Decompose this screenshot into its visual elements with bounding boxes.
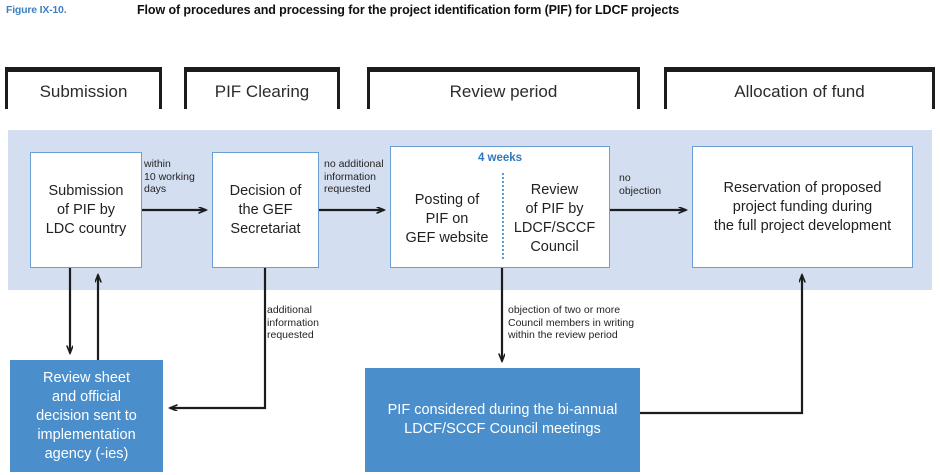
edge-label-objection-council-members: objection of two or more Council members… <box>508 304 635 341</box>
outcome-box-biannual-council: PIF considered during the bi-annual LDCF… <box>365 368 640 472</box>
edge-label-additional-information-requested: additional information requested <box>267 304 319 341</box>
process-box-submission: Submission of PIF by LDC country <box>30 152 142 268</box>
arrow-biannual-to-reservation <box>640 275 802 415</box>
phase-label-allocation-of-fund: Allocation of fund <box>734 82 865 101</box>
review-period-divider <box>502 173 504 259</box>
phase-header-allocation-of-fund: Allocation of fund <box>664 67 935 109</box>
edge-label-no-additional-information: no additional information requested <box>324 158 384 195</box>
figure-title: Flow of procedures and processing for th… <box>137 3 680 17</box>
review-period-duration-label: 4 weeks <box>477 152 523 164</box>
process-box-review-period-split: 4 weeks Posting of PIF on GEF website Re… <box>390 146 610 268</box>
figure-caption: Figure IX-10. Flow of procedures and pro… <box>6 3 934 23</box>
outcome-box-review-sheet: Review sheet and official decision sent … <box>10 360 163 472</box>
process-box-submission-text: Submission of PIF by LDC country <box>45 182 127 237</box>
phase-label-submission: Submission <box>39 82 128 101</box>
process-box-decision-text: Decision of the GEF Secretariat <box>229 182 302 237</box>
edge-label-no-objection: no objection <box>619 172 662 197</box>
process-box-council-review: Review of PIF by LDCF/SCCF Council <box>502 171 607 267</box>
process-box-reservation-text: Reservation of proposed project funding … <box>713 179 892 234</box>
phase-label-review-period: Review period <box>449 82 558 101</box>
outcome-box-review-sheet-text: Review sheet and official decision sent … <box>36 369 137 462</box>
outcome-box-biannual-council-text: PIF considered during the bi-annual LDCF… <box>387 402 618 437</box>
phase-header-pif-clearing: PIF Clearing <box>184 67 340 109</box>
process-box-posting-text: Posting of PIF on GEF website <box>405 191 489 246</box>
edge-label-within-10-working-days: within 10 working days <box>144 158 195 195</box>
phase-header-review-period: Review period <box>367 67 640 109</box>
process-box-reservation: Reservation of proposed project funding … <box>692 146 913 268</box>
process-box-decision: Decision of the GEF Secretariat <box>212 152 319 268</box>
figure-number: Figure IX-10. <box>6 4 67 16</box>
process-box-council-review-text: Review of PIF by LDCF/SCCF Council <box>513 182 596 255</box>
phase-label-pif-clearing: PIF Clearing <box>214 82 310 101</box>
phase-header-submission: Submission <box>5 67 162 109</box>
process-box-posting: Posting of PIF on GEF website <box>393 171 501 267</box>
